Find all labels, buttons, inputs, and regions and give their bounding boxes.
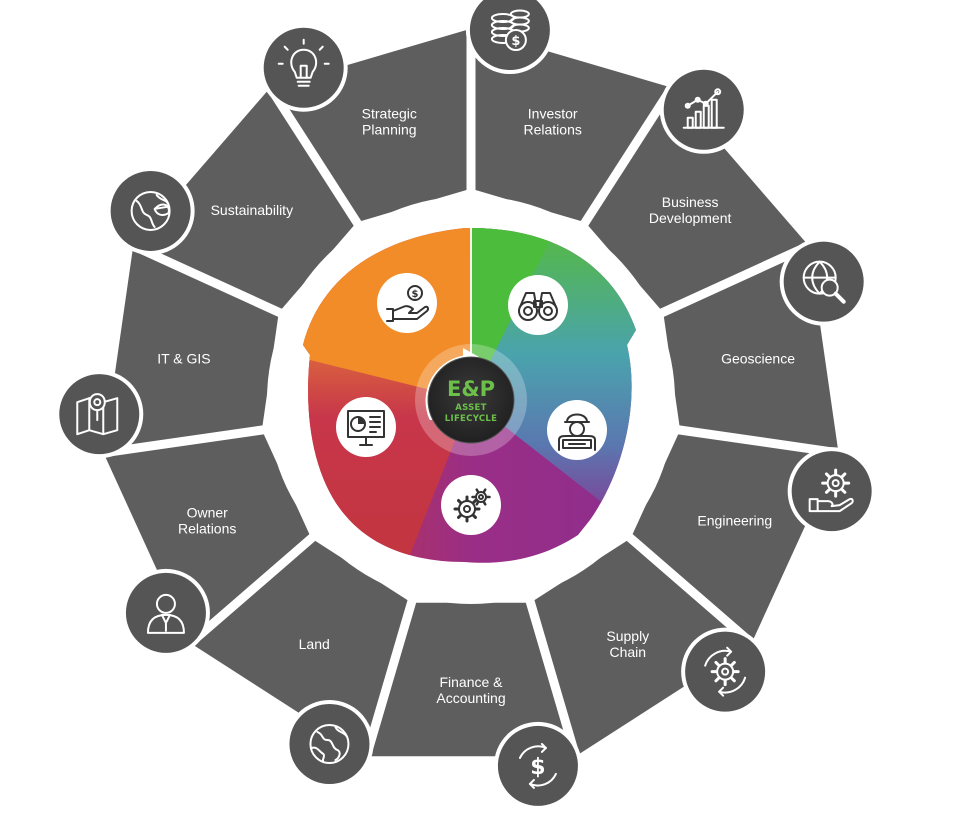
segment-label: Owner: [187, 504, 229, 520]
stage-explore[interactable]: [508, 275, 568, 335]
segment-label: Relations: [178, 520, 236, 536]
segment-label: Relations: [524, 122, 582, 138]
segment-sustainability[interactable]: Sustainability: [136, 91, 354, 309]
segment-label: Planning: [362, 122, 417, 138]
segment-icon-badges: $$: [55, 0, 876, 810]
segment-label: Finance &: [439, 674, 503, 690]
segment-label: Geoscience: [721, 351, 795, 367]
lifecycle-stage-icons: $: [336, 273, 607, 535]
segment-label: Supply: [606, 628, 649, 644]
segment-label: Development: [649, 210, 732, 226]
segment-label: Business: [662, 194, 719, 210]
hub-subtitle-line2: LIFECYCLE: [445, 414, 497, 424]
segment-label: IT & GIS: [157, 351, 210, 367]
globe-leaf-icon: [106, 166, 195, 255]
segment-label: Sustainability: [211, 202, 294, 218]
person-icon: [121, 568, 210, 657]
segment-shape: [588, 91, 806, 309]
segment-label: Strategic: [362, 106, 417, 122]
hub-subtitle-line1: ASSET: [455, 403, 487, 413]
segment-shape: [534, 540, 748, 754]
segment-shape: [371, 602, 571, 757]
hub-title: E&P: [447, 377, 495, 401]
segment-label: Engineering: [697, 512, 772, 528]
hand-money-icon: $: [386, 285, 430, 322]
segment-shape: [105, 434, 310, 639]
segment-shape: [194, 540, 408, 754]
segment-label: Investor: [528, 106, 578, 122]
svg-text:$: $: [412, 289, 419, 300]
globe-magnifier-icon: [779, 237, 868, 326]
segment-shape: [632, 434, 837, 639]
segment-label: Accounting: [436, 690, 505, 706]
stage-acquire[interactable]: $: [377, 273, 437, 333]
svg-text:$: $: [511, 34, 520, 49]
coins-dollar-icon: $: [465, 0, 554, 75]
binoculars-icon: [518, 292, 558, 321]
gear-cycle-icon: [681, 627, 770, 716]
bar-chart-growth-icon: [659, 65, 748, 154]
outer-ring: StrategicPlanningInvestorRelationsBusine…: [104, 30, 838, 757]
segment-land[interactable]: Land: [194, 540, 408, 754]
dollar-cycle-icon: $: [493, 721, 582, 810]
stage-analyze[interactable]: [336, 397, 396, 457]
segment-label: Land: [299, 636, 330, 652]
svg-text:$: $: [530, 755, 545, 780]
engineer-icon: [558, 413, 596, 451]
segment-label: Chain: [609, 644, 646, 660]
segment-shape: [104, 250, 279, 449]
stage-develop[interactable]: [547, 400, 607, 460]
map-pin-icon: [55, 370, 144, 459]
segment-it-gis[interactable]: IT & GIS: [104, 250, 279, 449]
gears-icon: [453, 488, 491, 523]
stage-produce[interactable]: [441, 475, 501, 535]
segment-shape: [475, 30, 668, 221]
segment-engineering[interactable]: Engineering: [632, 434, 837, 639]
segment-shape: [136, 91, 354, 309]
segment-finance-accounting[interactable]: Finance &Accounting: [371, 602, 571, 757]
monitor-chart-icon: [347, 410, 385, 446]
earth-icon: [285, 700, 374, 789]
lightbulb-icon: [259, 23, 348, 112]
gear-hand-icon: [787, 447, 876, 536]
